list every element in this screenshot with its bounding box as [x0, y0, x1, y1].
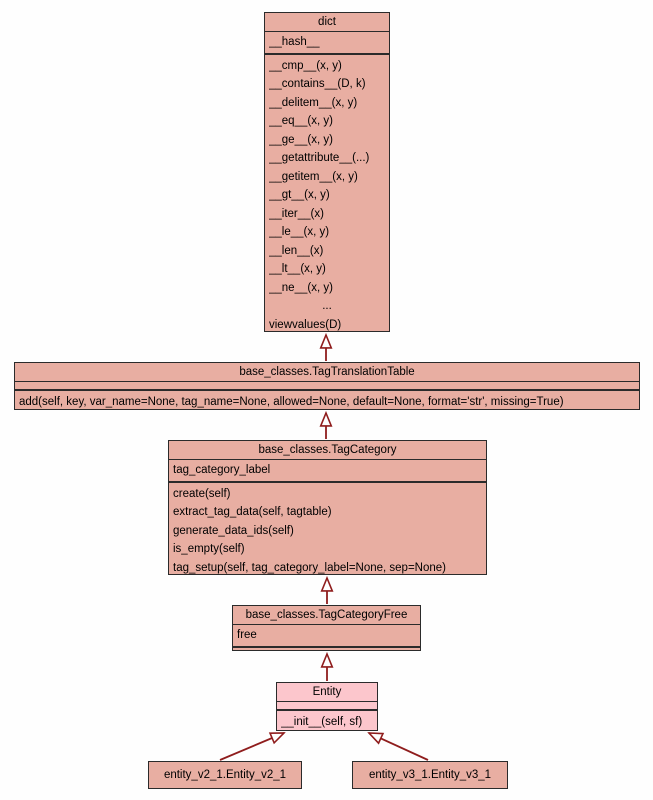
class-box-dict: dict __hash__ __cmp__(x, y) __contains__…	[264, 12, 390, 332]
method: __cmp__(x, y)	[269, 59, 342, 72]
class-title: base_classes.TagTranslationTable	[15, 363, 639, 382]
class-title: dict	[265, 13, 389, 32]
method: __len__(x)	[269, 244, 324, 257]
class-methods	[233, 648, 420, 651]
method: __init__(self, sf)	[281, 716, 363, 728]
class-attributes: tag_category_label	[169, 460, 486, 483]
class-box-tagcategoryfree: base_classes.TagCategoryFree free	[232, 605, 421, 651]
attribute: free	[237, 629, 257, 641]
class-title: base_classes.TagCategoryFree	[233, 606, 420, 625]
method: __getattribute__(...)	[269, 152, 370, 164]
class-box-entity-v2-1: entity_v2_1.Entity_v2_1	[148, 761, 302, 789]
method: __contains__(D, k)	[269, 78, 366, 90]
method: __getitem__(x, y)	[269, 170, 358, 183]
class-title: Entity	[277, 683, 377, 702]
class-methods: __init__(self, sf)	[277, 711, 377, 730]
method: __eq__(x, y)	[269, 115, 333, 127]
method: __iter__(x)	[269, 207, 324, 220]
method: is_empty(self)	[173, 543, 245, 555]
class-box-entity-v3-1: entity_v3_1.Entity_v3_1	[352, 761, 508, 789]
method: viewvalues(D)	[269, 318, 342, 331]
method: __ne__(x, y)	[269, 281, 333, 294]
method: create(self)	[173, 487, 231, 500]
method: tag_setup(self, tag_category_label=None,…	[173, 561, 446, 574]
method: extract_tag_data(self, tagtable)	[173, 506, 332, 518]
class-title: entity_v3_1.Entity_v3_1	[368, 769, 492, 781]
class-title: base_classes.TagCategory	[169, 441, 486, 460]
method: generate_data_ids(self)	[173, 524, 294, 537]
method: __delitem__(x, y)	[269, 96, 358, 109]
class-attributes: free	[233, 625, 420, 648]
attribute: __hash__	[269, 36, 320, 48]
class-box-tagtranslationtable: base_classes.TagTranslationTable add(sel…	[14, 362, 640, 410]
class-methods: __cmp__(x, y) __contains__(D, k) __delit…	[265, 55, 389, 332]
method: add(self, key, var_name=None, tag_name=N…	[19, 396, 564, 408]
method: __lt__(x, y)	[269, 263, 326, 275]
method: __gt__(x, y)	[269, 189, 330, 201]
class-box-tagcategory: base_classes.TagCategory tag_category_la…	[168, 440, 487, 575]
class-box-entity: Entity __init__(self, sf)	[276, 682, 378, 731]
class-title: entity_v2_1.Entity_v2_1	[163, 769, 287, 781]
class-attributes	[277, 702, 377, 711]
method: __ge__(x, y)	[269, 133, 333, 146]
class-methods: add(self, key, var_name=None, tag_name=N…	[15, 391, 639, 409]
method-ellipsis: ...	[322, 300, 332, 312]
class-methods: create(self) extract_tag_data(self, tagt…	[169, 483, 486, 575]
attribute: tag_category_label	[173, 464, 271, 476]
class-attributes: __hash__	[265, 32, 389, 55]
method: __le__(x, y)	[269, 226, 330, 238]
inheritance-arrow-entityv2-to-entity	[219, 732, 284, 761]
class-attributes	[15, 382, 639, 391]
inheritance-arrow-entityv3-to-entity	[369, 733, 429, 761]
